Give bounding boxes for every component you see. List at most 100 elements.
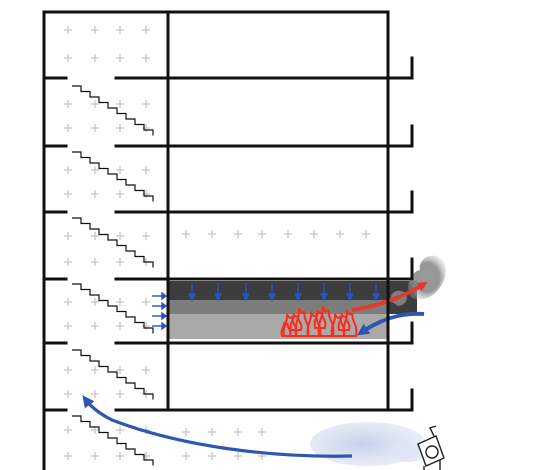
down-arrow-head <box>267 293 277 302</box>
flame-icon <box>280 305 358 337</box>
plus-marker <box>116 100 124 108</box>
flame <box>313 309 327 329</box>
plus-marker <box>116 54 124 62</box>
plus-marker <box>91 298 99 306</box>
plus-marker <box>142 100 150 108</box>
plus-marker <box>142 366 150 374</box>
plus-marker <box>258 428 266 436</box>
plus-marker <box>208 230 216 238</box>
plus-marker <box>91 54 99 62</box>
stair-flight <box>72 151 154 202</box>
plus-marker <box>91 166 99 174</box>
plus-marker <box>142 298 150 306</box>
plus-marker <box>64 124 72 132</box>
plus-marker <box>64 366 72 374</box>
stair-flight <box>72 415 154 466</box>
plus-marker <box>116 26 124 34</box>
plus-marker <box>116 166 124 174</box>
stair-flight <box>72 283 154 334</box>
stair-flight <box>72 217 154 268</box>
plus-marker <box>142 124 150 132</box>
plus-marker <box>142 166 150 174</box>
plus-marker <box>64 322 72 330</box>
plus-marker <box>91 100 99 108</box>
plus-marker <box>208 452 216 460</box>
stairs <box>72 85 154 466</box>
down-arrow-head <box>241 293 251 302</box>
plus-marker <box>91 452 99 460</box>
flame <box>294 307 310 337</box>
plus-marker <box>91 258 99 266</box>
fresh-air-inflow-arrow <box>357 311 425 336</box>
plus-marker <box>91 232 99 240</box>
plus-marker <box>64 232 72 240</box>
plus-marker <box>234 230 242 238</box>
plus-marker <box>64 258 72 266</box>
plus-marker <box>182 452 190 460</box>
down-arrow-head <box>187 293 197 302</box>
plus-marker <box>64 426 72 434</box>
blower-fan-icon <box>417 425 445 470</box>
down-arrow-head <box>345 293 355 302</box>
down-arrow-head <box>293 293 303 302</box>
smoke-dark-layer <box>169 281 387 300</box>
smoke-layers <box>169 281 417 339</box>
plus-marker <box>64 166 72 174</box>
plus-marker <box>362 230 370 238</box>
plus-marker <box>142 26 150 34</box>
flame <box>289 313 303 331</box>
plus-marker <box>116 232 124 240</box>
plus-marker <box>91 366 99 374</box>
plus-marker <box>116 124 124 132</box>
plus-marker <box>336 230 344 238</box>
plus-marker <box>116 426 124 434</box>
plus-marker <box>64 452 72 460</box>
plus-marker <box>258 230 266 238</box>
plus-marker <box>116 322 124 330</box>
incoming-air-arrows <box>152 291 168 331</box>
plus-marker <box>64 54 72 62</box>
plus-marker <box>234 428 242 436</box>
stair-flight <box>72 85 154 136</box>
plus-marker <box>234 452 242 460</box>
plus-marker <box>142 54 150 62</box>
plus-marker <box>142 322 150 330</box>
plus-marker <box>116 452 124 460</box>
building-walls <box>42 10 414 470</box>
plus-marker <box>116 390 124 398</box>
smoke-mid-layer <box>169 300 387 314</box>
plus-marker <box>64 190 72 198</box>
ventilation-airflow-arrow <box>82 395 353 458</box>
flame <box>342 309 358 337</box>
plus-marker <box>142 190 150 198</box>
flame <box>280 321 292 337</box>
plus-marker <box>91 190 99 198</box>
plus-marker <box>116 258 124 266</box>
plus-marker <box>91 390 99 398</box>
down-arrow-head <box>371 293 381 302</box>
plus-marker <box>116 298 124 306</box>
plus-marker <box>91 124 99 132</box>
plus-marker <box>64 390 72 398</box>
plus-marker <box>182 230 190 238</box>
plus-marker <box>142 232 150 240</box>
plus-marker <box>64 100 72 108</box>
downward-flow-arrows <box>187 283 381 302</box>
plus-marker <box>116 190 124 198</box>
plus-marker <box>91 322 99 330</box>
plus-marker <box>182 428 190 436</box>
stair-flight <box>72 349 154 400</box>
flame <box>317 305 335 337</box>
plus-marker <box>208 428 216 436</box>
plus-marker <box>284 230 292 238</box>
plus-marker <box>64 298 72 306</box>
smoke-light-layer <box>169 314 387 339</box>
plus-marker <box>64 26 72 34</box>
plus-marker <box>91 26 99 34</box>
plus-marker <box>142 452 150 460</box>
plus-marker-field <box>64 26 370 460</box>
down-arrow-head <box>213 293 223 302</box>
plus-marker <box>116 366 124 374</box>
